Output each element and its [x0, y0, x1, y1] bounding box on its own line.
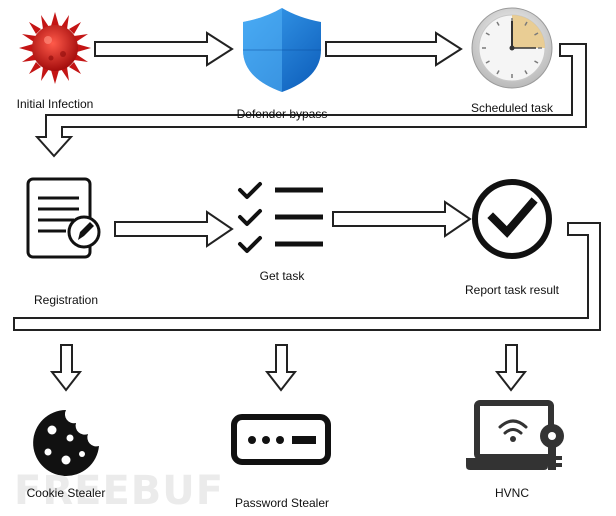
arrow-to-cookie-stealer — [49, 344, 83, 392]
arrow-to-password-stealer — [264, 344, 298, 392]
label-report-task-result: Report task result — [464, 283, 560, 297]
connector-report-to-outputs — [13, 222, 601, 331]
label-registration: Registration — [33, 293, 99, 307]
arrow-gettask-to-report — [332, 200, 472, 238]
password-field-icon — [231, 414, 331, 465]
registration-document-icon — [26, 177, 101, 259]
defender-shield-icon — [243, 8, 321, 92]
laptop-wifi-key-icon — [466, 400, 564, 470]
label-get-task: Get task — [259, 269, 305, 283]
watermark-text: FREEBUF — [14, 468, 225, 514]
label-hvnc: HVNC — [494, 486, 530, 500]
checkmark-circle-icon — [472, 179, 552, 259]
virus-icon — [19, 12, 91, 84]
arrow-registration-to-gettask — [114, 210, 234, 248]
label-defender-bypass: Defender bypass — [236, 107, 328, 121]
task-checklist-icon — [238, 182, 323, 253]
arrow-infection-to-bypass — [94, 31, 234, 67]
connector-scheduled-to-registration — [34, 43, 587, 158]
cookie-icon — [33, 410, 99, 476]
label-initial-infection: Initial Infection — [16, 97, 94, 111]
label-scheduled-task: Scheduled task — [470, 101, 554, 115]
arrow-to-hvnc — [494, 344, 528, 392]
label-cookie-stealer: Cookie Stealer — [26, 486, 106, 500]
clock-icon — [471, 7, 553, 89]
arrow-bypass-to-scheduled — [325, 31, 463, 67]
label-password-stealer: Password Stealer — [234, 496, 330, 510]
